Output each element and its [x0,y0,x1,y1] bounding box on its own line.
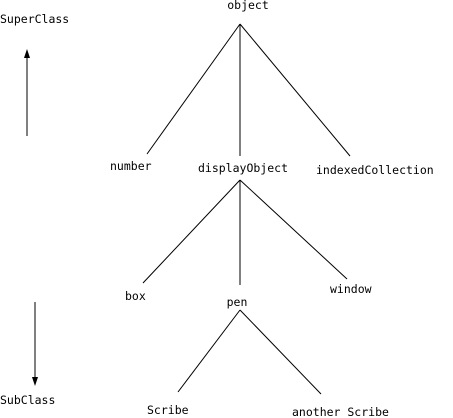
node-object: object [227,0,269,12]
edge-object-indexedcollection [239,23,351,157]
node-pen: pen [227,295,248,309]
node-scribe: Scribe [147,403,189,417]
edge-pen-another-scribe [239,309,322,395]
node-window: window [330,282,372,296]
subclass-label: SubClass [0,393,55,407]
down-arrow-icon [32,377,38,386]
edge-displayobject-window [239,179,348,280]
node-number: number [110,159,152,173]
up-arrow-icon [24,49,30,58]
node-another-scribe: another Scribe [292,405,389,418]
node-displayobject: displayObject [198,161,288,175]
edge-pen-scribe [177,309,241,393]
edge-object-number [146,23,241,155]
node-box: box [125,289,146,303]
superclass-label: SuperClass [0,12,69,26]
edge-displayobject-box [142,179,241,284]
node-indexedcollection: indexedCollection [316,163,434,177]
